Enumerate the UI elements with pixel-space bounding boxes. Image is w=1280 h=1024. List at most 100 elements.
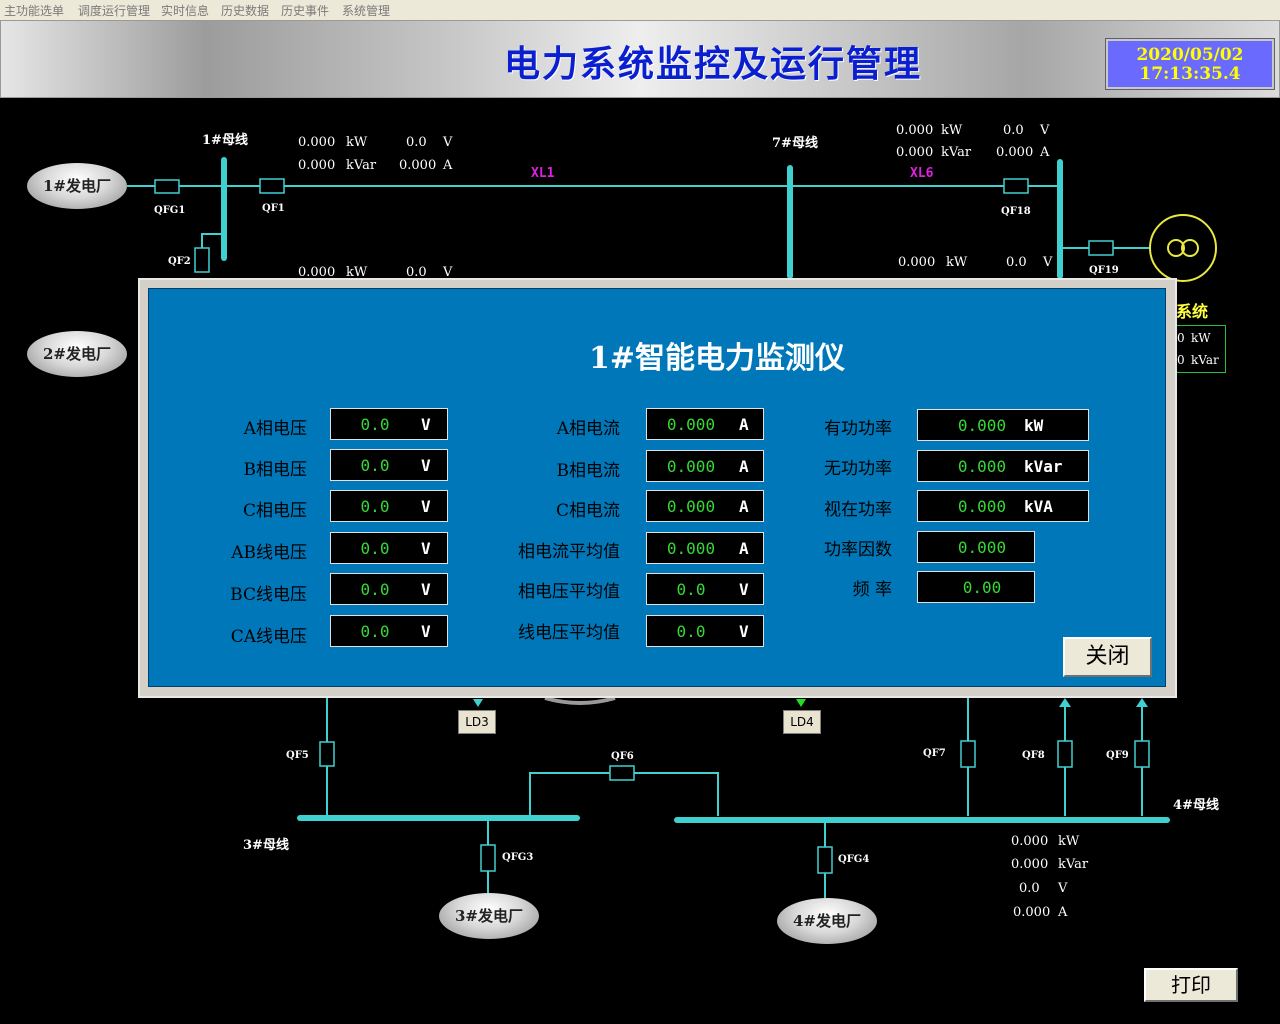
frequency-label: 频 率 bbox=[852, 580, 892, 600]
arrow-ld3 bbox=[473, 699, 483, 707]
big-system-kvar-value: 0 bbox=[1177, 353, 1185, 367]
qf2-kw-unit: kW bbox=[346, 265, 368, 280]
avg-line-voltage-unit: V bbox=[739, 622, 749, 641]
reactive-power-unit: kVar bbox=[1024, 457, 1063, 476]
plant-3[interactable]: 3#发电厂 bbox=[439, 893, 539, 939]
bus-1-label: 1#母线 bbox=[202, 133, 248, 148]
big-system-box: 0 kW 0 kVar bbox=[1170, 325, 1226, 373]
ab-line-voltage-value: 0.0 bbox=[360, 539, 390, 558]
monitor-dialog-panel: 1#智能电力监测仪 A相电压 0.0 V B相电压 0.0 V C相电压 0.0… bbox=[148, 288, 1166, 687]
a-phase-voltage-value: 0.0 bbox=[360, 415, 390, 434]
plant-2[interactable]: 2#发电厂 bbox=[27, 331, 127, 377]
b-phase-current-unit: A bbox=[739, 457, 749, 476]
qf18-kw-value: 0.000 bbox=[896, 123, 934, 138]
qf19-v-value: 0.0 bbox=[1006, 255, 1027, 270]
bus-7-label: 7#母线 bbox=[772, 136, 818, 151]
tag-qf6: QF6 bbox=[611, 751, 634, 762]
reactive-power-value: 0.000 bbox=[957, 457, 1007, 476]
qf18-v-value: 0.0 bbox=[1003, 123, 1024, 138]
bc-line-voltage-value: 0.0 bbox=[360, 580, 390, 599]
load-ld4[interactable]: LD4 bbox=[783, 710, 821, 734]
close-button[interactable]: 关闭 bbox=[1063, 637, 1152, 677]
ab-line-voltage-label: AB线电压 bbox=[231, 543, 307, 563]
transformer-icon bbox=[1149, 214, 1217, 282]
plant-1[interactable]: 1#发电厂 bbox=[27, 163, 127, 209]
ca-line-voltage-value: 0.0 bbox=[360, 622, 390, 641]
qf2-kw-value: 0.000 bbox=[298, 265, 336, 280]
bus-4-label: 4#母线 bbox=[1173, 798, 1219, 813]
qf1-a-value: 0.000 bbox=[399, 158, 437, 173]
bus4-kvar-value: 0.000 bbox=[1011, 857, 1049, 872]
page-title: 电力系统监控及运行管理 bbox=[504, 43, 923, 85]
breaker-qf1 bbox=[259, 178, 285, 194]
ab-line-voltage-box: 0.0 V bbox=[330, 532, 448, 564]
b-phase-current-value: 0.000 bbox=[666, 457, 716, 476]
qf1-v-value: 0.0 bbox=[406, 135, 427, 150]
qf1-kw-value: 0.000 bbox=[298, 135, 336, 150]
breaker-qfg1 bbox=[154, 179, 180, 194]
tag-qf5: QF5 bbox=[286, 750, 309, 761]
plant-4[interactable]: 4#发电厂 bbox=[777, 898, 877, 944]
breaker-qf8 bbox=[1057, 740, 1073, 768]
ca-line-voltage-label: CA线电压 bbox=[230, 627, 307, 647]
menu-dispatch-management[interactable]: 调度运行管理 bbox=[78, 4, 151, 18]
breaker-qf9 bbox=[1134, 740, 1150, 768]
power-factor-label: 功率因数 bbox=[824, 540, 892, 560]
tag-qfg4: QFG4 bbox=[838, 854, 870, 865]
c-phase-voltage-label: C相电压 bbox=[242, 501, 307, 521]
qf1-kvar-value: 0.000 bbox=[298, 158, 336, 173]
b-phase-voltage-box: 0.0 V bbox=[330, 449, 448, 481]
avg-line-voltage-label: 线电压平均值 bbox=[518, 623, 620, 643]
date-text: 2020/05/02 bbox=[1136, 45, 1244, 65]
reactive-power-label: 无功功率 bbox=[824, 459, 892, 479]
qf1-kvar-unit: kVar bbox=[346, 158, 377, 173]
tag-qf8: QF8 bbox=[1022, 750, 1045, 761]
bus4-kw-unit: kW bbox=[1058, 834, 1080, 849]
bus-3-label: 3#母线 bbox=[243, 838, 289, 853]
avg-phase-current-value: 0.000 bbox=[666, 539, 716, 558]
qf19-v-unit: V bbox=[1043, 255, 1053, 270]
tag-qf7: QF7 bbox=[923, 748, 946, 759]
tag-qf19: QF19 bbox=[1089, 265, 1119, 276]
avg-phase-voltage-label: 相电压平均值 bbox=[518, 582, 620, 602]
frequency-value: 0.00 bbox=[962, 578, 1002, 597]
menu-system-management[interactable]: 系统管理 bbox=[342, 4, 391, 18]
bus4-kvar-unit: kVar bbox=[1058, 857, 1089, 872]
a-phase-voltage-box: 0.0 V bbox=[330, 408, 448, 440]
a-phase-current-label: A相电流 bbox=[556, 419, 620, 439]
qf2-v-value: 0.0 bbox=[406, 265, 427, 280]
c-phase-current-label: C相电流 bbox=[555, 501, 620, 521]
menu-main-functions[interactable]: 主功能选单 bbox=[4, 4, 65, 18]
b-phase-current-box: 0.000 A bbox=[646, 450, 764, 482]
qf18-v-unit: V bbox=[1040, 123, 1050, 138]
print-button[interactable]: 打印 bbox=[1144, 968, 1238, 1002]
big-system-kvar-unit: kVar bbox=[1191, 353, 1219, 367]
active-power-label: 有功功率 bbox=[824, 419, 892, 439]
b-phase-voltage-unit: V bbox=[421, 456, 431, 475]
qf18-kw-unit: kW bbox=[941, 123, 963, 138]
active-power-box: 0.000 kW bbox=[917, 409, 1089, 441]
wire-bus3-qf6 bbox=[529, 772, 610, 816]
reactive-power-box: 0.000 kVar bbox=[917, 450, 1089, 482]
menu-history-data[interactable]: 历史数据 bbox=[221, 4, 270, 18]
breaker-qf7 bbox=[960, 740, 976, 768]
wire-qf6-bus4 bbox=[634, 772, 719, 816]
avg-phase-current-box: 0.000 A bbox=[646, 532, 764, 564]
qf1-v-unit: V bbox=[443, 135, 453, 150]
a-phase-current-unit: A bbox=[739, 415, 749, 434]
a-phase-voltage-label: A相电压 bbox=[243, 419, 307, 439]
tag-qf2: QF2 bbox=[168, 256, 191, 267]
c-phase-current-box: 0.000 A bbox=[646, 490, 764, 522]
qf18-kvar-value: 0.000 bbox=[896, 145, 934, 160]
big-system-kw-unit: kW bbox=[1191, 331, 1211, 345]
menu-realtime-info[interactable]: 实时信息 bbox=[161, 4, 210, 18]
bus4-a-unit: A bbox=[1058, 905, 1068, 920]
c-phase-voltage-box: 0.0 V bbox=[330, 490, 448, 522]
breaker-qfg4 bbox=[817, 846, 833, 874]
breaker-qf19 bbox=[1088, 240, 1114, 256]
c-phase-voltage-unit: V bbox=[421, 497, 431, 516]
b-phase-current-label: B相电流 bbox=[556, 461, 621, 481]
load-ld3[interactable]: LD3 bbox=[458, 710, 496, 734]
menu-history-events[interactable]: 历史事件 bbox=[281, 4, 330, 18]
